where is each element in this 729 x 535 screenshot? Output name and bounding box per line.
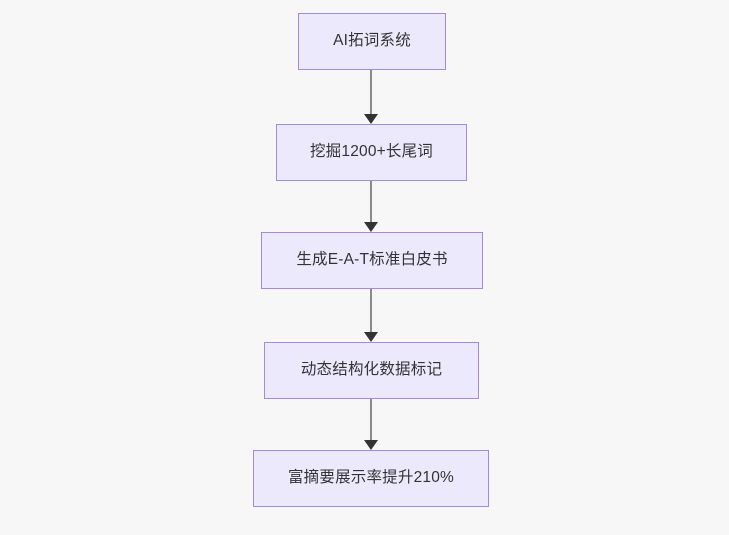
flow-node-label: AI拓词系统 (333, 32, 411, 50)
flow-node-label: 生成E-A-T标准白皮书 (296, 251, 448, 269)
flow-node-dynamic-structured-data-markup[interactable]: 动态结构化数据标记 (264, 342, 479, 399)
edge-node3-to-node4 (364, 289, 378, 342)
arrowhead-icon (364, 332, 378, 342)
edge-node1-to-node2 (364, 70, 378, 124)
flow-node-rich-snippet-impression-lift[interactable]: 富摘要展示率提升210% (253, 450, 489, 507)
arrowhead-icon (364, 114, 378, 124)
flow-node-label: 动态结构化数据标记 (300, 361, 443, 379)
arrowhead-icon (364, 440, 378, 450)
flow-node-ai-keyword-expansion-system[interactable]: AI拓词系统 (298, 13, 446, 70)
edge-node2-to-node3 (364, 181, 378, 232)
flow-node-mine-long-tail-keywords[interactable]: 挖掘1200+长尾词 (276, 124, 467, 181)
edge-node4-to-node5 (364, 399, 378, 450)
flow-node-label: 挖掘1200+长尾词 (309, 143, 434, 161)
flow-node-label: 富摘要展示率提升210% (287, 469, 455, 487)
arrowhead-icon (364, 222, 378, 232)
flow-node-generate-eat-whitepaper[interactable]: 生成E-A-T标准白皮书 (261, 232, 483, 289)
